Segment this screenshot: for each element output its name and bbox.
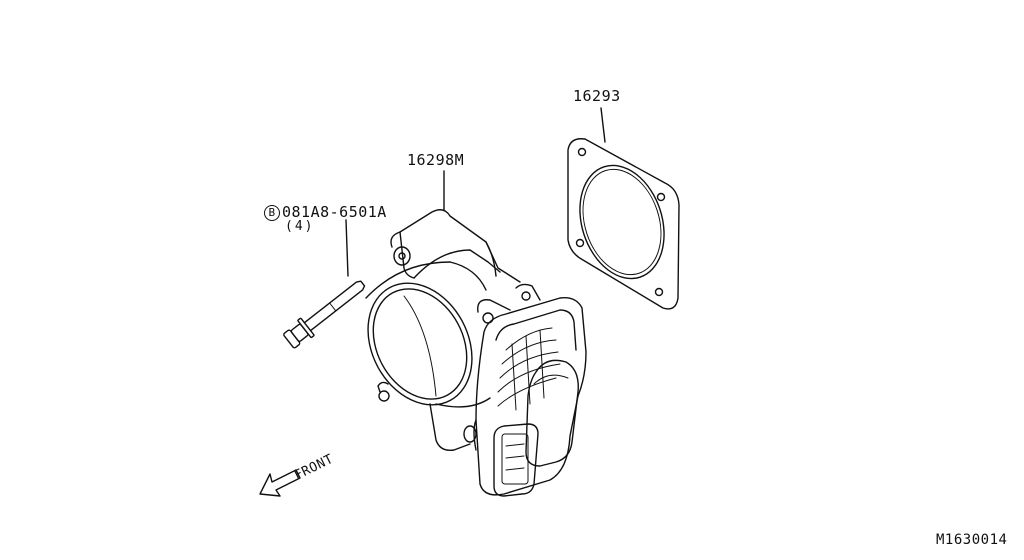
front-arrow bbox=[259, 469, 301, 497]
diagram-reference-number: M1630014 bbox=[936, 532, 1008, 548]
label-bolt-quantity: (4) bbox=[285, 219, 315, 234]
b-circle-symbol: B bbox=[264, 205, 280, 221]
bolt-code-text: 081A8-6501A bbox=[282, 203, 387, 221]
leader-bolt bbox=[345, 219, 349, 277]
gasket-16293 bbox=[567, 138, 680, 310]
leader-16293 bbox=[600, 107, 606, 143]
label-throttle-body-16298M: 16298M bbox=[407, 151, 465, 169]
bolt-081A8-6501A bbox=[283, 280, 366, 349]
throttle-body-16298M bbox=[365, 209, 587, 497]
label-gasket-16293: 16293 bbox=[573, 87, 621, 105]
